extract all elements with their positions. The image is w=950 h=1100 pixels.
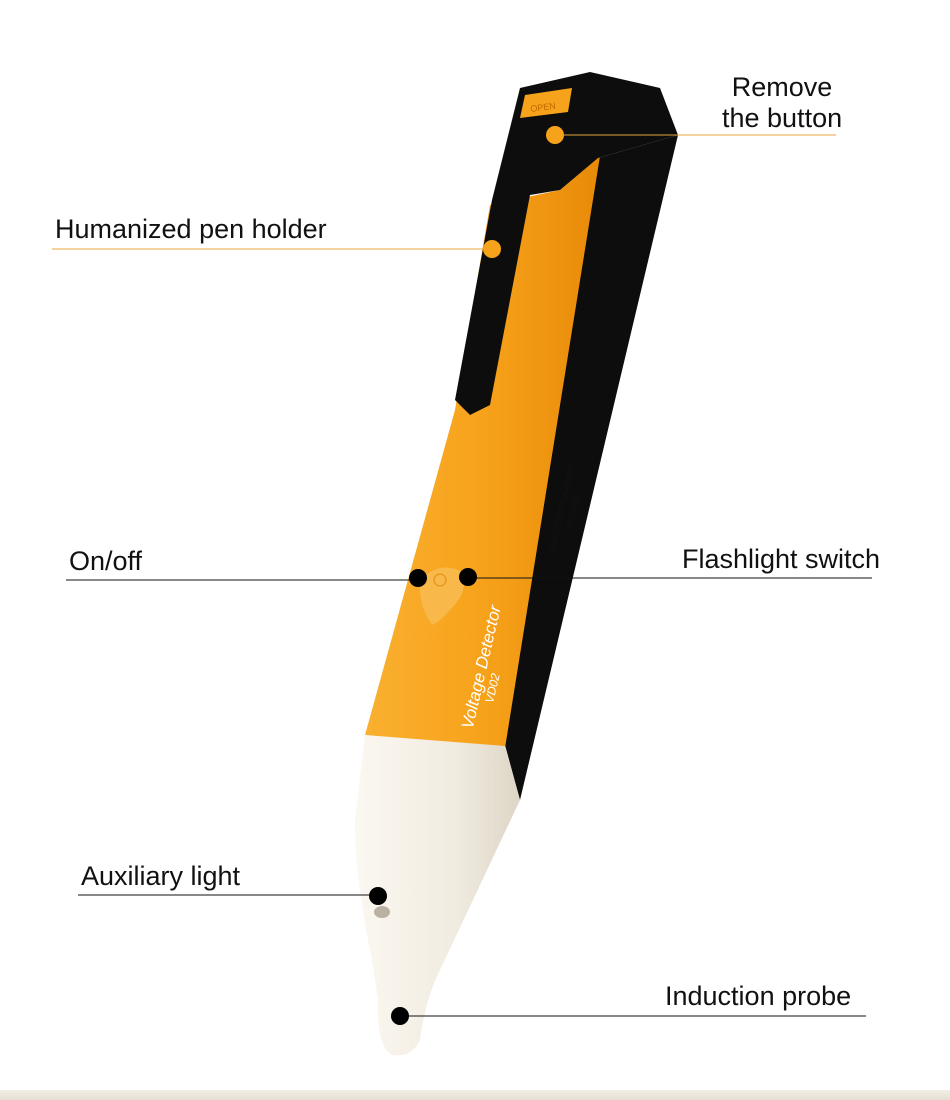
double-insulation-icon bbox=[627, 332, 655, 362]
pen-holder-clip bbox=[455, 72, 678, 415]
callout-dot-on-off bbox=[409, 569, 427, 587]
auxiliary-light-lens bbox=[374, 906, 390, 918]
callout-dot-pen-holder bbox=[483, 240, 501, 258]
callout-dot-induction-probe bbox=[391, 1007, 409, 1025]
label-flashlight-switch: Flashlight switch bbox=[682, 544, 881, 574]
flashlight-button[interactable] bbox=[419, 567, 465, 626]
light-bulb-icon bbox=[433, 573, 447, 587]
label-remove-button: Remove the button bbox=[722, 72, 843, 134]
label-pen-holder: Humanized pen holder bbox=[55, 214, 327, 244]
label-on-off: On/off bbox=[69, 546, 143, 576]
floor-shadow bbox=[0, 1090, 950, 1100]
pen-tip bbox=[355, 735, 520, 1056]
model-print: VD02 bbox=[482, 672, 502, 705]
callout-dot-auxiliary-light bbox=[369, 887, 387, 905]
open-button[interactable] bbox=[520, 88, 572, 118]
pen-side-stripe bbox=[505, 135, 678, 800]
label-induction-probe: Induction probe bbox=[665, 981, 852, 1011]
callout-dot-remove-button bbox=[546, 126, 564, 144]
double-insulation-inner-icon bbox=[633, 338, 649, 355]
open-label: OPEN bbox=[530, 101, 557, 114]
callout-dot-flashlight bbox=[459, 568, 477, 586]
label-auxiliary-light: Auxiliary light bbox=[81, 861, 241, 891]
ce-mark: CE bbox=[619, 362, 653, 401]
